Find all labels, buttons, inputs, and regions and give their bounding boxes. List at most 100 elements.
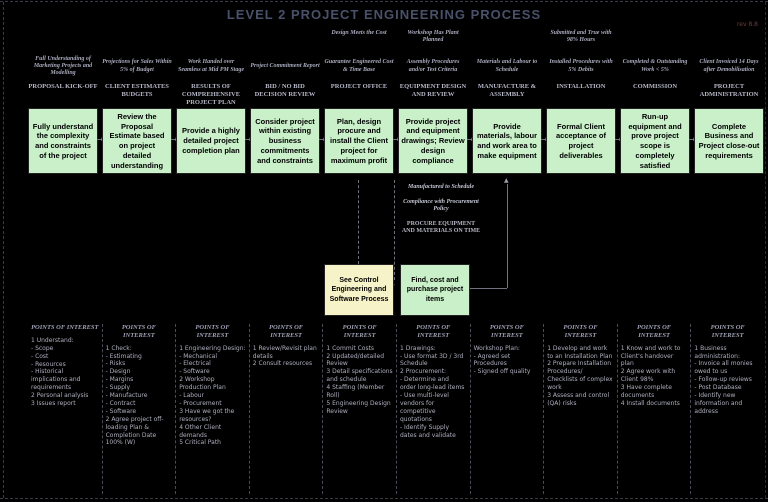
note-compliance: Compliance with Procurement Policy [403,198,479,213]
interest-header: POINTS OF INTEREST [710,324,745,339]
revision-stamp: rev 8.8 [736,21,758,28]
middle-section: → ▲ Manufactured to Schedule Compliance … [28,177,764,320]
connector-line [470,288,507,289]
phase-header-9: Completed & Outstanding Work < 5% COMMIS… [620,30,690,108]
pre-condition-label [102,30,172,50]
phase-name-label: PROJECT ADMINISTRATION [699,83,759,99]
phase-header-10: Client Invoiced 14 Days after Demobilisa… [694,30,764,108]
phase-name-label: BID / NO BID DECISION REVIEW [254,83,316,99]
process-box-row: Fully understand the complexity and cons… [28,108,764,178]
flow-arrow-icon: → [614,135,622,144]
phase-header-4: Project Commitment Report BID / NO BID D… [250,30,320,108]
pre-condition-label [694,30,764,50]
interest-column-8: POINTS OF INTEREST 1 Develop and work to… [543,324,617,494]
process-box: Provide a highly detailed project comple… [176,108,246,174]
phase-header-2: Projections for Sales Within 5% of Budge… [102,30,172,108]
phase-name-label: EQUIPMENT DESIGN AND REVIEW [399,83,467,99]
frame-top-border [0,1,768,2]
diagram-title: LEVEL 2 PROJECT ENGINEERING PROCESS [226,7,542,22]
interest-column-2: POINTS OF INTEREST 1 Check: - Estimating… [101,324,176,494]
phase-header-6: Workshop Has Plant Planned Assembly Proc… [398,30,468,108]
process-box: Fully understand the complexity and cons… [28,108,98,174]
flow-arrow-icon: → [540,135,548,144]
entry-criteria-label: Materials and Labour to Schedule [476,59,538,73]
interest-column-6: POINTS OF INTEREST 1 Drawings: - Use for… [395,324,470,494]
interest-list: 1 Commit Costs 2 Updated/detailed Review… [326,344,393,415]
flow-arrow-icon: → [466,135,474,144]
entry-criteria-label: Work Handed over Seamless at Mid PM Stag… [177,59,244,73]
phase-name-label: INSTALLATION [556,83,606,90]
note-manufactured: Manufactured to Schedule [407,184,474,190]
process-step-9: Run-up equipment and prove project scope… [620,108,696,178]
phase-header-7: Materials and Labour to Schedule MANUFAC… [472,30,542,108]
entry-criteria-label: Projections for Sales Within 5% of Budge… [102,59,172,73]
entry-criteria-label: Project Commitment Report [250,62,320,69]
connector-dashed-line [358,180,359,264]
phase-name-label: PROPOSAL KICK-OFF [28,83,98,90]
frame-bottom-border [0,498,768,499]
interest-list: Workshop Plan: - Agreed set Procedures -… [473,344,531,376]
interest-list: 1 Know and work to Client's handover pla… [620,344,681,407]
interest-list: 1 Engineering Design: - Mechanical - Ele… [179,344,246,447]
interest-column-3: POINTS OF INTEREST 1 Engineering Design:… [175,324,249,494]
entry-criteria-label: Guarantee Engineered Cost & Time Base [324,59,394,73]
interest-column-10: POINTS OF INTEREST 1 Business administra… [690,324,764,494]
note-procure: PROCURE EQUIPMENT AND MATERIALS ON TIME [401,220,481,235]
flow-arrow-icon: → [318,135,326,144]
interest-column-5: POINTS OF INTEREST 1 Commit Costs 2 Upda… [322,324,396,494]
entry-criteria-label: Assembly Procedures and/or Test Criteria [406,59,460,73]
phase-header-1: Full Understanding of Marketing Projects… [28,30,98,108]
pre-condition-label [472,30,542,50]
interest-header: POINTS OF INTEREST [489,324,524,339]
flow-arrow-icon: → [170,135,178,144]
flow-arrow-icon: → [392,135,400,144]
pre-condition-label: Workshop Has Plant Planned [407,30,459,44]
phase-header-8: Submitted and True with 98% Hours Instal… [546,30,616,108]
connector-dashed-line [394,180,395,280]
entry-criteria-label: Full Understanding of Marketing Projects… [33,55,93,77]
phase-header-row: Full Understanding of Marketing Projects… [28,30,764,108]
entry-criteria-label: Installed Procedures with 5% Debits [549,59,613,73]
interest-header: POINTS OF INTEREST [637,324,672,339]
process-box: Review the Proposal Estimate based on pr… [102,108,172,174]
interest-list: 1 Drawings: - Use format 3D / 3rd Schedu… [399,344,465,439]
interest-column-1: POINTS OF INTEREST 1 Understand: - Scope… [28,324,102,494]
process-step-3: Provide a highly detailed project comple… [176,108,252,178]
phase-name-label: PROJECT OFFICE [330,83,388,90]
process-step-8: Formal Client acceptance of project deli… [546,108,622,178]
points-of-interest-section: POINTS OF INTEREST 1 Understand: - Scope… [28,324,764,494]
connector-line [507,184,508,288]
interest-list: 1 Develop and work to an Installation Pl… [547,344,613,407]
pre-condition-label [620,30,690,50]
process-step-5: Plan, design procure and install the Cli… [324,108,400,178]
process-step-10: Complete Business and Project close-out … [694,108,764,178]
purchase-items-box: Find, cost and purchase project items [400,264,470,316]
process-step-6: Provide project and equipment drawings; … [398,108,474,178]
phase-name-label: COMMISSION [632,83,678,90]
process-step-1: Fully understand the complexity and cons… [28,108,104,178]
interest-column-9: POINTS OF INTEREST 1 Know and work to Cl… [616,324,691,494]
procurement-notes: Manufactured to Schedule Compliance with… [400,184,482,236]
interest-header: POINTS OF INTEREST [269,324,304,339]
flow-arrow-icon: → [688,135,696,144]
pre-condition-label [250,30,320,50]
pre-condition-label: Design Meets the Cost [331,30,387,36]
interest-column-4: POINTS OF INTEREST 1 Review/Revisit plan… [248,324,323,494]
pre-condition-label: Submitted and True with 98% Hours [550,30,612,44]
control-engineering-reference-box: See Control Engineering and Software Pro… [324,264,394,316]
interest-list: 1 Business administration: - Invoice all… [694,344,753,415]
pre-condition-label [176,30,246,50]
process-box: Provide project and equipment drawings; … [398,108,468,174]
entry-criteria-label: Client Invoiced 14 Days after Demobilisa… [699,59,759,73]
interest-header: POINTS OF INTEREST [342,324,377,339]
process-box: Consider project within existing busines… [250,108,320,174]
pre-condition-label [28,30,98,50]
interest-header: POINTS OF INTEREST [416,324,451,339]
interest-column-7: POINTS OF INTEREST Workshop Plan: - Agre… [469,324,544,494]
phase-name-label: CLIENT ESTIMATES BUDGETS [105,83,169,99]
arrow-up-icon: ▲ [504,177,509,184]
phase-name-label: MANUFACTURE & ASSEMBLY [477,83,537,99]
frame-left-border [3,2,4,498]
process-step-2: Review the Proposal Estimate based on pr… [102,108,178,178]
phase-header-5: Design Meets the Cost Guarantee Engineer… [324,30,394,108]
